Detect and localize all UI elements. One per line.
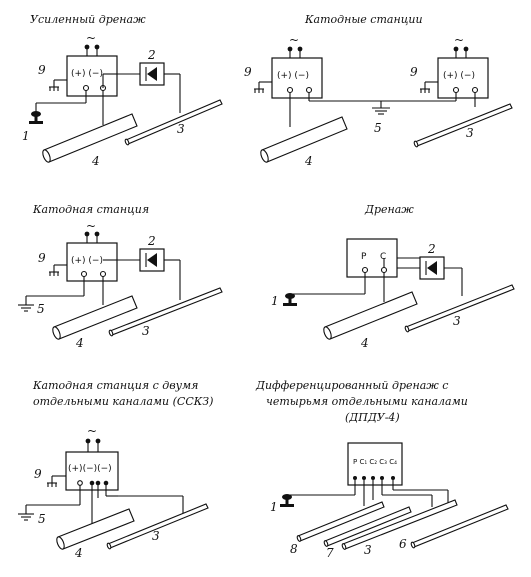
panel-dpdu: Дифференцированный дренаж с четырьмя отд… xyxy=(255,379,509,560)
pipe-6 xyxy=(410,504,509,549)
pipe-3 xyxy=(108,287,223,337)
ground-5 xyxy=(372,101,390,115)
label-9: 9 xyxy=(34,467,42,481)
label-9: 9 xyxy=(38,251,46,265)
label-9b: 9 xyxy=(410,65,418,79)
pipe-7 xyxy=(323,506,412,547)
ground-5 xyxy=(18,505,34,521)
box-ground-symbol xyxy=(47,475,66,487)
box-ground-symbol-b xyxy=(420,81,438,93)
ac-symbol-b: ~ xyxy=(454,33,464,47)
label-5: 5 xyxy=(374,121,382,135)
label-3: 3 xyxy=(453,314,461,328)
label-3: 3 xyxy=(466,126,474,140)
pipe-4 xyxy=(260,116,348,163)
polarity-label: (+) (−) xyxy=(71,69,103,79)
panel-cathodic-stations: Катодные станции ~ (+) (−) 9 ~ xyxy=(244,13,513,168)
ac-symbol: ~ xyxy=(87,424,97,438)
panel-title: Катодные станции xyxy=(304,13,423,26)
panel-title-line1: Дифференцированный дренаж с xyxy=(255,379,448,392)
station-box-b xyxy=(437,57,489,99)
ac-terminals-a xyxy=(287,46,303,58)
rail-symbol xyxy=(29,90,87,124)
polarity-label-b: (+) (−) xyxy=(443,71,475,81)
ac-symbol: ~ xyxy=(86,219,96,233)
box-ground-symbol-a xyxy=(254,81,272,93)
pipe-3 xyxy=(124,99,223,146)
ac-terminals-b xyxy=(453,46,469,58)
panel-cathodic-station: Катодная станция ~ (+) (−) 9 2 xyxy=(18,203,223,350)
pipe-3 xyxy=(413,103,513,148)
ac-terminals xyxy=(85,438,101,452)
polarity-label: (+) (−) xyxy=(71,256,103,266)
pipe-3 xyxy=(404,284,515,333)
polarity-label: (+)(−)(−) xyxy=(68,464,112,474)
pipe-4 xyxy=(56,508,135,550)
label-1: 1 xyxy=(22,129,30,143)
panel-sskz: Катодная станция с двумя отдельными кана… xyxy=(18,379,213,560)
label-9: 9 xyxy=(38,63,46,77)
label-4: 4 xyxy=(304,154,313,168)
terminals-label: Р С₁ С₂ С₃ С₄ xyxy=(353,458,397,466)
terminal-p: Р xyxy=(361,252,367,262)
label-3: 3 xyxy=(364,543,372,557)
rail-symbol xyxy=(283,293,297,306)
box-ground-symbol xyxy=(49,264,67,276)
panel-title: Дренаж xyxy=(364,203,414,216)
polarity-label-a: (+) (−) xyxy=(277,71,309,81)
panel-title-line3: (ДПДУ-4) xyxy=(345,411,400,424)
panel-reinforced-drainage: Усиленный дренаж ~ (+) (−) 9 xyxy=(22,13,223,168)
ac-terminals xyxy=(84,231,100,243)
panel-title: Усиленный дренаж xyxy=(30,13,146,26)
station-box-a xyxy=(271,57,323,99)
label-7: 7 xyxy=(326,546,334,560)
label-8: 8 xyxy=(290,542,298,556)
label-3: 3 xyxy=(152,529,160,543)
terminal-c: С xyxy=(380,252,386,262)
label-2: 2 xyxy=(147,234,156,248)
label-1: 1 xyxy=(271,294,279,308)
pipe-3 xyxy=(106,503,209,550)
diode xyxy=(419,256,445,280)
station-box xyxy=(66,242,118,282)
label-3: 3 xyxy=(142,324,150,338)
rail-symbol xyxy=(280,494,294,507)
pipe-4 xyxy=(52,295,138,340)
label-4: 4 xyxy=(91,154,100,168)
pipe-8 xyxy=(296,501,385,542)
ac-terminals xyxy=(84,44,100,56)
pipe-4 xyxy=(42,113,138,163)
panel-drainage: Дренаж Р С 2 1 4 xyxy=(271,203,515,350)
ground-5 xyxy=(18,296,34,312)
panel-title-line2: четырьмя отдельными каналами xyxy=(266,395,468,408)
label-4: 4 xyxy=(75,336,84,350)
station-box xyxy=(66,55,118,97)
label-2: 2 xyxy=(147,48,156,62)
ac-symbol: ~ xyxy=(86,31,96,45)
label-4: 4 xyxy=(360,336,369,350)
label-1: 1 xyxy=(270,500,278,514)
drainage-box xyxy=(346,238,398,278)
label-9a: 9 xyxy=(244,65,252,79)
label-4: 4 xyxy=(74,546,83,560)
pipe-4 xyxy=(323,291,418,340)
diode xyxy=(139,62,165,86)
panel-title-line1: Катодная станция с двумя xyxy=(32,379,198,392)
diode xyxy=(139,248,165,272)
label-6: 6 xyxy=(399,537,407,551)
pipe-3 xyxy=(341,499,458,550)
label-5: 5 xyxy=(37,302,45,316)
panel-title-line2: отдельными каналами (ССКЗ) xyxy=(33,395,213,408)
label-2: 2 xyxy=(427,242,436,256)
label-3: 3 xyxy=(177,122,185,136)
ac-symbol-a: ~ xyxy=(289,33,299,47)
box-ground-symbol xyxy=(49,79,67,91)
label-5: 5 xyxy=(38,512,46,526)
panel-title: Катодная станция xyxy=(32,203,149,216)
